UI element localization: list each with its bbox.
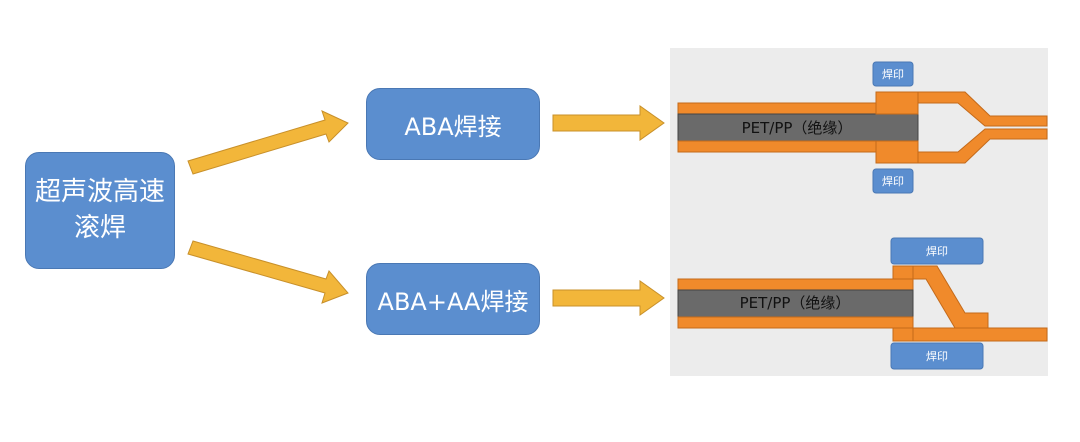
aba-core-label: PET/PP（绝缘） — [742, 119, 853, 137]
aba-core — [677, 113, 919, 142]
aba-weld-tag-bottom — [872, 168, 914, 194]
abaaa-weld-tag-top — [890, 237, 984, 265]
arrow-to-abaaa — [187, 240, 349, 304]
arrow-abaaa-to-diagram — [552, 280, 665, 316]
arrow-to-aba — [187, 110, 349, 175]
abaaa-top-foil — [677, 278, 914, 291]
aba-weld-label-bottom: 焊印 — [882, 174, 904, 188]
abaaa-core-label: PET/PP（绝缘） — [740, 294, 851, 312]
aba-weld-tag-top — [872, 61, 914, 87]
arrow-aba-to-diagram — [552, 105, 665, 141]
aba-bottom-foil-bend — [917, 128, 1048, 164]
abaaa-weld-zone-bottom — [892, 327, 914, 342]
branch-aba: ABA焊接 — [366, 88, 540, 160]
abaaa-tab-strip — [912, 327, 1048, 342]
abaaa-weld-tag-bottom — [890, 342, 984, 370]
branch-aba-label: ABA焊接 — [404, 112, 502, 141]
abaaa-diagram: PET/PP（绝缘） 焊印 焊印 — [677, 237, 1048, 370]
root-label: 超声波高速滚焊 — [34, 177, 165, 243]
aba-weld-label-top: 焊印 — [882, 67, 904, 81]
abaaa-weld-label-top: 焊印 — [926, 244, 948, 258]
branch-abaaa: ABA+AA焊接 — [366, 263, 540, 335]
branch-abaaa-label: ABA+AA焊接 — [377, 287, 529, 316]
abaaa-bottom-foil — [677, 316, 914, 329]
abaaa-core — [677, 289, 914, 318]
abaaa-weld-zone-top — [892, 265, 914, 280]
aba-weld-zone-top — [875, 91, 919, 115]
abaaa-weld-label-bottom: 焊印 — [926, 349, 948, 363]
aba-weld-zone-bottom — [875, 140, 919, 164]
aba-top-foil-bend — [917, 91, 1048, 127]
root-node: 超声波高速滚焊 — [25, 152, 175, 269]
aba-diagram: PET/PP（绝缘） 焊印 焊印 — [677, 61, 1048, 194]
